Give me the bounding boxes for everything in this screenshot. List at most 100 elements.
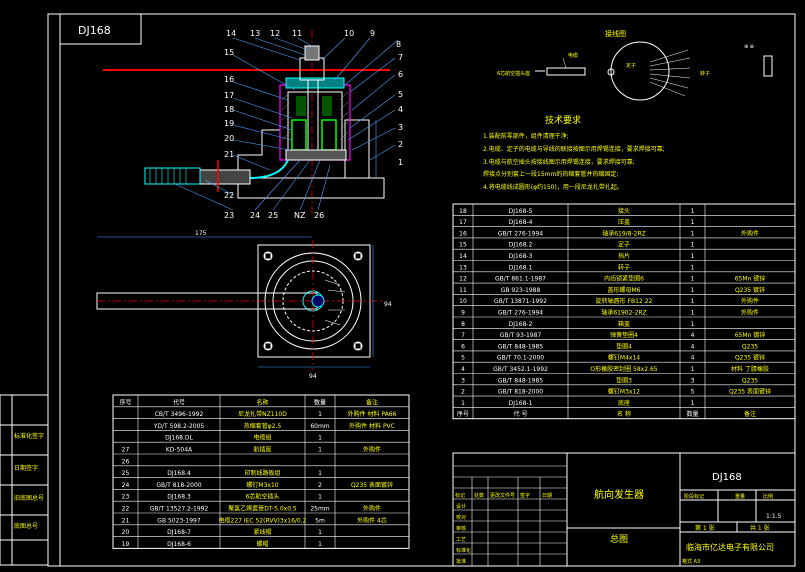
bom-cell: 1 [691, 242, 695, 249]
bom-cell: 定子 [618, 241, 630, 249]
strip-label: 旧底图总号 [14, 494, 44, 502]
strip-label: 日期签字 [14, 464, 38, 472]
bom-cell: CB/T 3496-1992 [155, 411, 204, 418]
bom-item-number: 18 [459, 208, 467, 215]
callout: 15 [224, 48, 234, 57]
bom-item-number: 17 [459, 219, 467, 226]
bom-cell: 1 [691, 253, 695, 260]
bom-item-number: 12 [459, 276, 467, 283]
bom-cell: Q235 表面镀锌 [729, 388, 771, 396]
bom-item-number: 2 [461, 389, 465, 396]
bom-cell: 垫圈3 [616, 376, 632, 384]
bom-cell: GB/T 276-1994 [498, 230, 543, 237]
bom-item-number: 21 [122, 517, 130, 524]
bom-cell: 数量 [686, 410, 698, 418]
bom-cell: 1 [318, 494, 322, 501]
callout: 1 [398, 158, 403, 167]
wiring-left-label: 6芯航空插头座 [497, 70, 530, 77]
bom-cell: GB/T 848-1985 [498, 377, 543, 384]
bom-item-number: 5 [461, 355, 465, 362]
callout: 13 [250, 29, 260, 38]
bom-cell: 4 [691, 332, 695, 339]
sheet-label: 第 1 张 [695, 524, 715, 532]
bom-cell: 1 [691, 219, 695, 226]
bom-cell: 螺钉M3x10 [246, 481, 278, 489]
tb-row-label: 处数 [474, 492, 484, 499]
dim-94: 94 [309, 373, 317, 380]
sheets-label: 共 1 张 [750, 524, 770, 532]
callout: 18 [224, 105, 234, 114]
wiring-mid-label: 电缆 [568, 52, 578, 59]
callout: 9 [370, 29, 375, 38]
bom-item-number: 序号 [457, 410, 469, 418]
bom-cell: GB/T 818-2000 [156, 482, 201, 489]
bom-cell: 65Mn 镀锌 [735, 275, 766, 283]
bom-cell: 代 号 [514, 410, 528, 418]
callout: 21 [224, 150, 234, 159]
company-name: 临海市亿达电子有限公司 [686, 542, 774, 552]
tb-person: 审核 [456, 525, 466, 532]
bom-cell: 3 [691, 377, 695, 384]
bom-item-number: 20 [122, 529, 130, 536]
bom-cell: 1 [691, 264, 695, 271]
tb-person: 标准化 [456, 547, 471, 554]
bom-cell: 数量 [314, 398, 326, 406]
callout: 26 [314, 211, 324, 220]
bom-cell: GB/T 13527.2-1992 [150, 506, 209, 513]
scale-label: 比例 [763, 493, 773, 500]
callout: 6 [398, 70, 403, 79]
callout: 16 [224, 75, 234, 84]
bom-cell: 名 称 [617, 410, 631, 418]
dim-175: 175 [195, 230, 207, 237]
bom-cell: 接头 [618, 207, 630, 215]
bom-cell: YD/T 598.2-2005 [153, 423, 205, 430]
callout: 22 [224, 191, 234, 200]
bom-cell: DJ168-5 [509, 208, 533, 215]
tech-line: 1.装配前零部件，组件清理干净; [483, 132, 569, 140]
product-name: 航向发生器 [594, 488, 644, 501]
bom-cell: GB/T 3452.1-1992 [493, 366, 548, 373]
title-block: 标记 处数 更改文件号 签字 日期 设计 校对 审核 工艺 标准化 批准 DJ1… [452, 452, 796, 567]
bom-cell: 外购件 [363, 505, 381, 513]
wiring-diagram: 接线图 6芯航空插头座 电缆 定子 转子 ⊕ ⊕ [497, 29, 773, 101]
bom-cell: 挡片 [618, 252, 630, 260]
tech-title: 技术要求 [545, 114, 581, 126]
bom-cell: DJ168.4 [167, 470, 191, 477]
bom-cell: Q235 镀锌 [735, 354, 765, 362]
bom-cell: 聚氯乙烯套管DT-5.0x0.5 [228, 505, 297, 513]
bom-cell: 外购件 [363, 446, 381, 454]
bom-cell: 1 [691, 400, 695, 407]
bom-cell: 电缆227 IEC 52(RVV)3x16/0.2 [219, 516, 307, 524]
callout: 3 [398, 123, 403, 132]
bom-item-number: 10 [459, 298, 467, 305]
weight-label: 重量 [735, 493, 745, 500]
tech-line: 焊接点分别套上一段15mm的热缩套管并热缩固定; [483, 170, 618, 178]
bom-cell: 1 [318, 435, 322, 442]
bom-cell: 1 [691, 230, 695, 237]
tb-person: 设计 [456, 503, 466, 510]
bom-cell: GB/T 848-1985 [498, 343, 543, 350]
bom-item-number: 11 [459, 287, 467, 294]
callout: NZ [294, 211, 306, 220]
bom-cell: 2 [318, 482, 322, 489]
callout: 11 [292, 29, 302, 38]
callout: 17 [224, 91, 234, 100]
bom-cell: 尼龙扎带NZ110D [238, 410, 287, 418]
bom-cell: DJ168.2 [509, 242, 533, 249]
scale-value: 1:1.5 [766, 513, 782, 520]
callout: 23 [224, 211, 234, 220]
bom-cell: 1 [318, 529, 322, 536]
bom-cell: 5 [691, 389, 695, 396]
dim-94-vertical: 94 [384, 301, 392, 308]
bom-cell: 1 [691, 366, 695, 373]
callout: 24 [250, 211, 260, 220]
tb-row-label: 更改文件号 [490, 492, 515, 499]
bom-cell: 1 [691, 287, 695, 294]
bom-cell: 电缆组 [253, 434, 271, 442]
bom-cell: 外购件 材料 PA66 [348, 410, 397, 418]
callout: 19 [224, 119, 234, 128]
callout: 7 [398, 53, 403, 62]
drawing-number: DJ168 [712, 472, 742, 483]
svg-text:⊕ ⊕: ⊕ ⊕ [744, 44, 754, 50]
bom-item-number: 26 [122, 458, 130, 465]
